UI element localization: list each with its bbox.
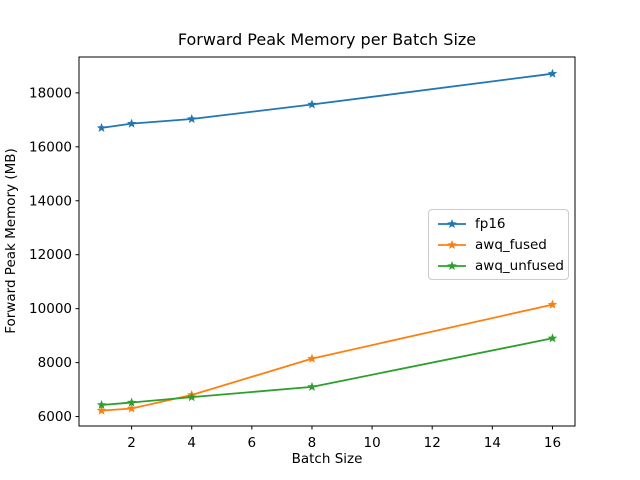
x-tick-label: 2 bbox=[127, 435, 136, 451]
y-tick-label: 14000 bbox=[29, 193, 72, 209]
y-tick-label: 18000 bbox=[29, 85, 72, 101]
series-marker-awq_unfused bbox=[547, 333, 558, 343]
y-axis-label: Forward Peak Memory (MB) bbox=[3, 148, 19, 334]
y-tick-label: 6000 bbox=[38, 409, 72, 425]
y-tick-label: 10000 bbox=[29, 301, 72, 317]
series-marker-awq_unfused bbox=[187, 392, 197, 402]
series-marker-fp16 bbox=[96, 122, 107, 132]
legend-item-awq-unfused: awq_unfused bbox=[429, 256, 568, 275]
legend-item-fp16: fp16 bbox=[429, 214, 568, 233]
series-marker-fp16 bbox=[307, 99, 317, 109]
series-marker-awq_unfused bbox=[126, 397, 137, 407]
series-marker-awq_fused bbox=[96, 405, 107, 415]
x-axis-label: Batch Size bbox=[292, 451, 363, 467]
series-line-fp16 bbox=[100, 72, 554, 129]
data-series bbox=[96, 68, 558, 415]
x-tick-label: 4 bbox=[187, 435, 196, 451]
y-tick-label: 12000 bbox=[29, 247, 72, 263]
x-tick-label: 12 bbox=[424, 435, 441, 451]
legend-item-awq-fused: awq_fused bbox=[429, 235, 568, 254]
axes: 2 4 6 8 10 12 14 16 6000 8000 10000 12000 14000 16000… bbox=[29, 56, 576, 451]
legend-label-awq-fused: awq_fused bbox=[475, 236, 547, 253]
x-tick-label: 16 bbox=[544, 435, 561, 451]
legend-star-icon bbox=[447, 218, 457, 228]
series-marker-fp16 bbox=[126, 118, 137, 128]
series-line-awq_fused bbox=[100, 303, 554, 412]
series-marker-awq_unfused bbox=[96, 400, 107, 409]
series-marker-fp16 bbox=[187, 114, 197, 124]
legend-label-fp16: fp16 bbox=[475, 215, 506, 232]
x-tick-label: 6 bbox=[248, 435, 257, 451]
series-marker-fp16 bbox=[547, 68, 558, 78]
y-tick-label: 16000 bbox=[29, 139, 72, 155]
legend-line-marker-icon bbox=[438, 218, 466, 228]
legend-label-awq-unfused: awq_unfused bbox=[475, 257, 564, 274]
series-marker-awq_fused bbox=[307, 353, 317, 363]
legend-star-icon bbox=[447, 239, 457, 249]
series-marker-awq_fused bbox=[126, 403, 137, 413]
series-marker-awq_fused bbox=[547, 299, 558, 309]
y-tick-label: 8000 bbox=[38, 355, 72, 371]
x-tick-label: 14 bbox=[484, 435, 501, 451]
legend-star-icon bbox=[447, 260, 457, 270]
x-tick-label: 8 bbox=[308, 435, 317, 451]
legend: fp16 awq_fused awq_unfused bbox=[428, 209, 569, 280]
series-line-awq_unfused bbox=[100, 337, 554, 406]
legend-line-marker-icon bbox=[438, 239, 466, 249]
chart-title: Forward Peak Memory per Batch Size bbox=[178, 30, 476, 49]
series-marker-awq_unfused bbox=[307, 381, 317, 391]
plot-spines bbox=[78, 56, 576, 427]
legend-line-marker-icon bbox=[438, 260, 466, 270]
x-tick-label: 10 bbox=[363, 435, 380, 451]
